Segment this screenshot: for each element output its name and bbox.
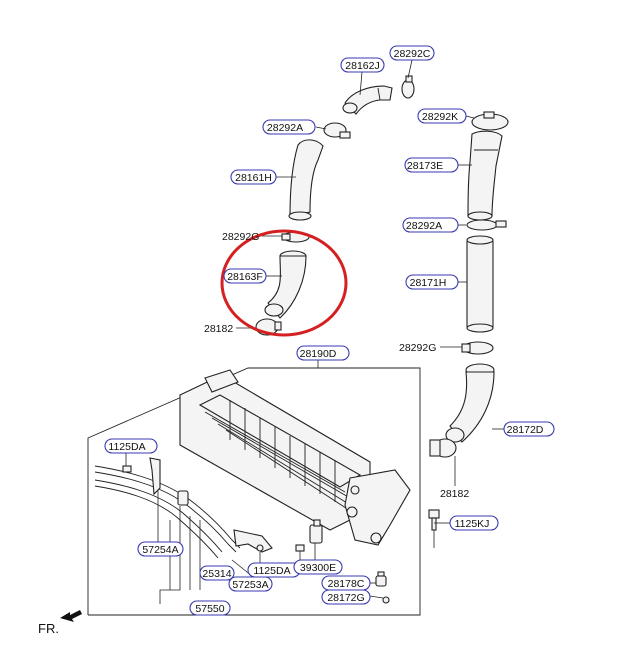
label-text: 28182 [204, 323, 233, 335]
label-57253A[interactable]: 57253A [228, 576, 273, 592]
label-28161H[interactable]: 28161H [230, 169, 277, 185]
label-28171H[interactable]: 28171H [405, 274, 459, 290]
label-text: 28178C [328, 578, 365, 590]
label-57254A[interactable]: 57254A [137, 541, 184, 557]
label-text: 28292K [422, 111, 458, 123]
label-text: 28292G [399, 342, 436, 354]
label-text: 28292G [222, 231, 259, 243]
label-text: 28292C [394, 48, 431, 60]
label-text: 39300E [300, 562, 336, 574]
label-text: 28172G [327, 592, 364, 604]
assembly-frame-28190D [87, 367, 421, 616]
clamp-28292C [401, 75, 415, 99]
label-28292A-top[interactable]: 28292A [262, 119, 316, 135]
label-28292A-right[interactable]: 28292A [402, 217, 459, 233]
label-text: 28171H [410, 277, 447, 289]
fr-label: FR. [38, 621, 59, 636]
label-28190D[interactable]: 28190D [296, 345, 350, 361]
label-28173E[interactable]: 28173E [404, 157, 459, 173]
label-text: 28172D [507, 424, 544, 436]
label-28292G-right[interactable]: 28292G [399, 342, 436, 354]
bracket-1125DA-top [122, 457, 161, 496]
pipe-28171H [466, 235, 494, 333]
label-28172G[interactable]: 28172G [321, 589, 371, 605]
label-28178C[interactable]: 28178C [321, 575, 371, 591]
fitting-28178C [375, 571, 387, 587]
label-28292K[interactable]: 28292K [417, 108, 467, 124]
clip-small [177, 490, 189, 506]
bolt-1125DA-bot [295, 544, 305, 552]
front-orientation-marker: FR. [38, 610, 82, 636]
intercooler-core [179, 369, 411, 546]
hose-28162J [342, 85, 393, 115]
label-text: 28292A [267, 122, 303, 134]
hose-28172D [445, 363, 495, 443]
label-text: 1125DA [108, 441, 145, 453]
highlight-circle [220, 229, 348, 337]
hose-28173E [467, 130, 503, 221]
fitting-28172G [382, 596, 390, 604]
label-text: 1125KJ [455, 518, 490, 530]
label-28292C[interactable]: 28292C [389, 45, 435, 61]
label-57550[interactable]: 57550 [189, 600, 231, 616]
label-39300E[interactable]: 39300E [293, 559, 343, 575]
label-text: 28190D [300, 348, 337, 360]
arrow-icon [60, 610, 82, 622]
clamp-28292K [471, 111, 509, 131]
label-28172D[interactable]: 28172D [503, 421, 555, 437]
clamp-28292A-top [323, 122, 351, 139]
label-text: 57253A [232, 579, 268, 591]
label-1125KJ[interactable]: 1125KJ [449, 515, 499, 531]
hose-28161H [288, 139, 324, 221]
label-text: 28182 [440, 488, 469, 500]
label-text: 28161H [235, 172, 272, 184]
bolt-1125KJ [428, 509, 440, 531]
clamp-28292G-right [461, 341, 494, 355]
label-text: 28162J [345, 60, 379, 72]
label-28182-left[interactable]: 28182 [204, 323, 233, 335]
label-text: 28173E [407, 160, 443, 172]
label-text: 57550 [195, 603, 224, 615]
label-text: 25314 [202, 568, 231, 580]
label-text: 57254A [142, 544, 178, 556]
label-25314[interactable]: 25314 [199, 565, 235, 581]
bracket-25314 [233, 529, 273, 553]
hose-28163F [264, 250, 307, 319]
clamp-28292A-right [466, 219, 507, 231]
label-28292G-left[interactable]: 28292G [222, 231, 259, 243]
label-1125DA-top[interactable]: 1125DA [104, 438, 158, 454]
sensor-39300E [309, 519, 323, 544]
label-28162J[interactable]: 28162J [340, 57, 385, 73]
label-text: 28163F [227, 271, 263, 283]
label-text: 28292A [406, 220, 442, 232]
label-28182-right[interactable]: 28182 [440, 488, 469, 500]
label-28163F[interactable]: 28163F [223, 268, 267, 284]
clamp-28182-right [429, 438, 457, 458]
label-text: 1125DA [253, 565, 290, 577]
label-1125DA-bot[interactable]: 1125DA [247, 562, 301, 578]
